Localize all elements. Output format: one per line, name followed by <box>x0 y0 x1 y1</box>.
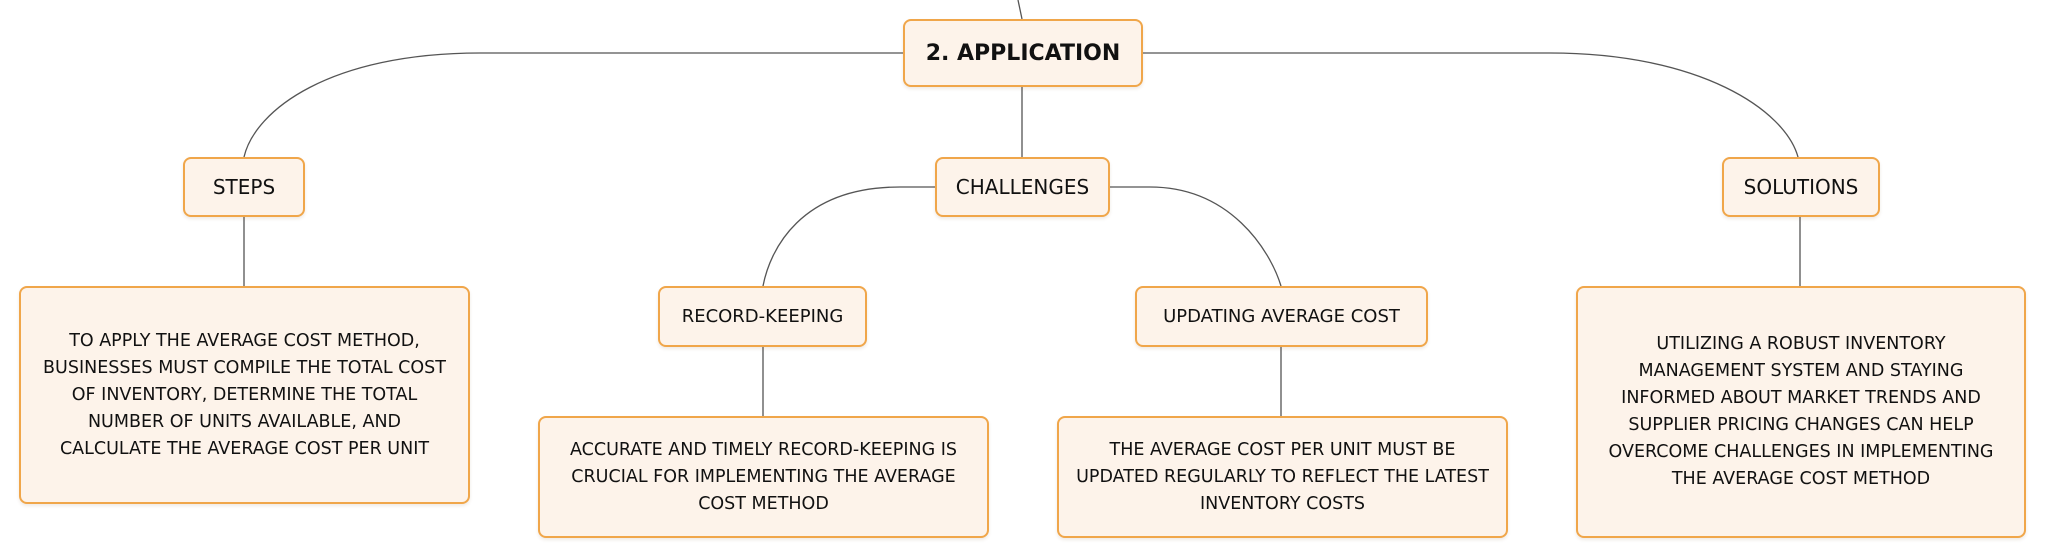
node-challenges[interactable]: CHALLENGES <box>935 157 1110 217</box>
node-record-keeping[interactable]: RECORD-KEEPING <box>658 286 867 347</box>
node-solutions-label: SOLUTIONS <box>1743 175 1859 199</box>
detail-solutions[interactable]: UTILIZING A ROBUST INVENTORY MANAGEMENT … <box>1576 286 2026 538</box>
detail-record-keeping-text: ACCURATE AND TIMELY RECORD-KEEPING IS CR… <box>569 439 958 514</box>
node-solutions[interactable]: SOLUTIONS <box>1722 157 1880 217</box>
detail-record-keeping[interactable]: ACCURATE AND TIMELY RECORD-KEEPING IS CR… <box>538 416 989 538</box>
connector-challenges-to-record-keeping <box>762 186 935 287</box>
root-node-label: 2. APPLICATION <box>925 40 1121 66</box>
detail-solutions-text: UTILIZING A ROBUST INVENTORY MANAGEMENT … <box>1608 334 1994 489</box>
detail-updating-average-cost-text: THE AVERAGE COST PER UNIT MUST BE UPDATE… <box>1076 439 1489 514</box>
node-updating-average-cost[interactable]: UPDATING AVERAGE COST <box>1135 286 1428 347</box>
node-updating-average-cost-label: UPDATING AVERAGE COST <box>1163 306 1400 327</box>
connector-root-to-steps <box>243 52 903 158</box>
node-record-keeping-label: RECORD-KEEPING <box>681 306 844 327</box>
connector-parent-to-root <box>1017 0 1023 20</box>
node-challenges-label: CHALLENGES <box>955 175 1090 199</box>
detail-updating-average-cost[interactable]: THE AVERAGE COST PER UNIT MUST BE UPDATE… <box>1057 416 1508 538</box>
detail-steps-text: TO APPLY THE AVERAGE COST METHOD, BUSINE… <box>43 330 446 459</box>
connector-challenges-to-updating <box>1110 186 1282 287</box>
connector-root-to-solutions <box>1143 52 1799 158</box>
detail-steps[interactable]: TO APPLY THE AVERAGE COST METHOD, BUSINE… <box>19 286 470 504</box>
node-steps-label: STEPS <box>212 175 276 199</box>
root-node-application[interactable]: 2. APPLICATION <box>903 19 1143 87</box>
node-steps[interactable]: STEPS <box>183 157 305 217</box>
